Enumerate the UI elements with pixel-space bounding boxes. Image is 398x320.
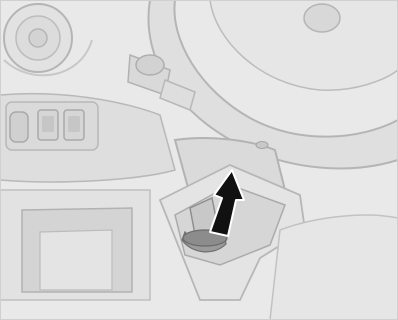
storage-compartment [0,190,150,300]
knob-switch [10,112,28,142]
switch-panel [6,102,98,150]
floor-area [270,215,398,320]
